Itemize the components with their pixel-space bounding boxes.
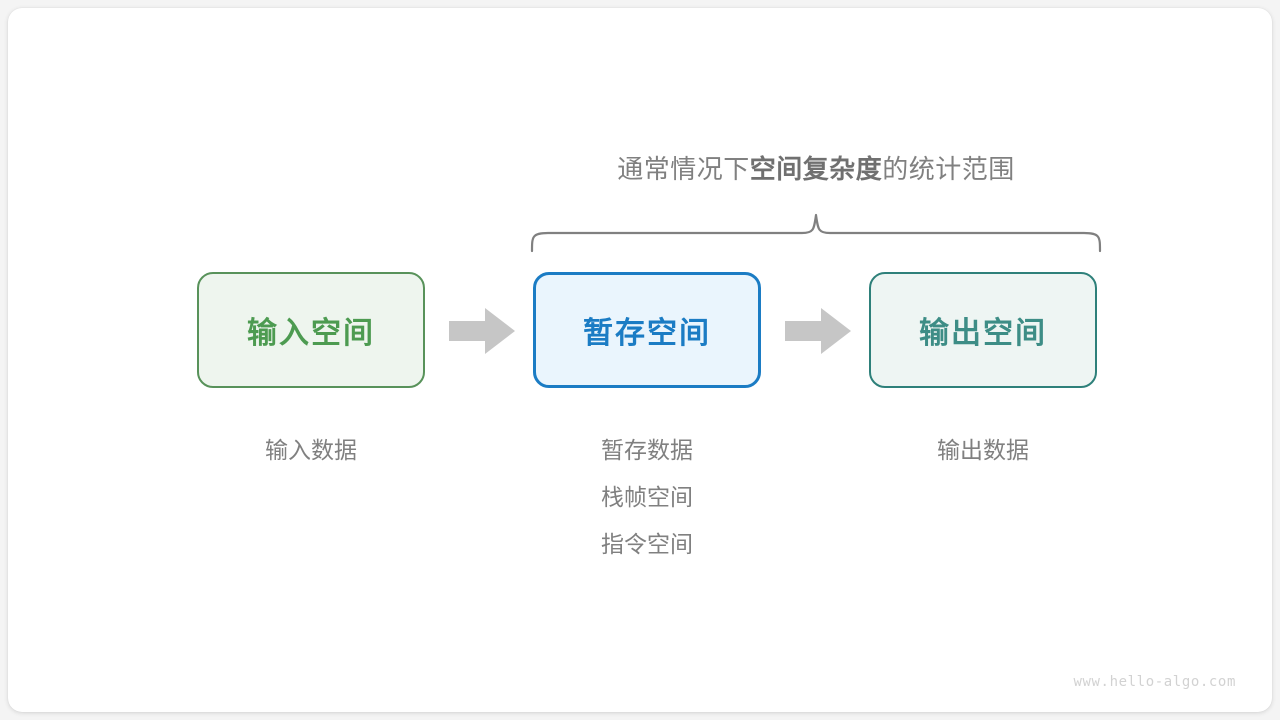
caption-line: 栈帧空间	[601, 484, 693, 510]
brace-caption-emphasis: 空间复杂度	[749, 154, 883, 184]
box-temp-space-label: 暂存空间	[583, 317, 711, 350]
caption-temp: 暂存数据 栈帧空间 指令空间	[533, 427, 761, 568]
watermark: www.hello-algo.com	[1073, 674, 1236, 690]
caption-input: 输入数据	[197, 427, 425, 474]
curly-brace-icon	[530, 213, 1102, 253]
brace-caption: 通常情况下空间复杂度的统计范围	[528, 149, 1104, 186]
brace-caption-prefix: 通常情况下	[617, 154, 750, 184]
brace-caption-suffix: 的统计范围	[882, 154, 1015, 184]
arrow-right-icon	[449, 308, 515, 354]
caption-line: 指令空间	[601, 531, 693, 557]
box-input-space-label: 输入空间	[247, 317, 375, 350]
caption-line: 输入数据	[265, 437, 357, 463]
caption-line: 暂存数据	[601, 437, 693, 463]
diagram-card: 通常情况下空间复杂度的统计范围 输入空间 暂存空间 输出空间 输入数据 暂存数据	[8, 8, 1272, 712]
box-temp-space[interactable]: 暂存空间	[533, 272, 761, 388]
box-output-space[interactable]: 输出空间	[869, 272, 1097, 388]
caption-line: 输出数据	[937, 437, 1029, 463]
arrow-right-icon	[785, 308, 851, 354]
box-input-space[interactable]: 输入空间	[197, 272, 425, 388]
box-output-space-label: 输出空间	[919, 317, 1047, 350]
caption-output: 输出数据	[869, 427, 1097, 474]
